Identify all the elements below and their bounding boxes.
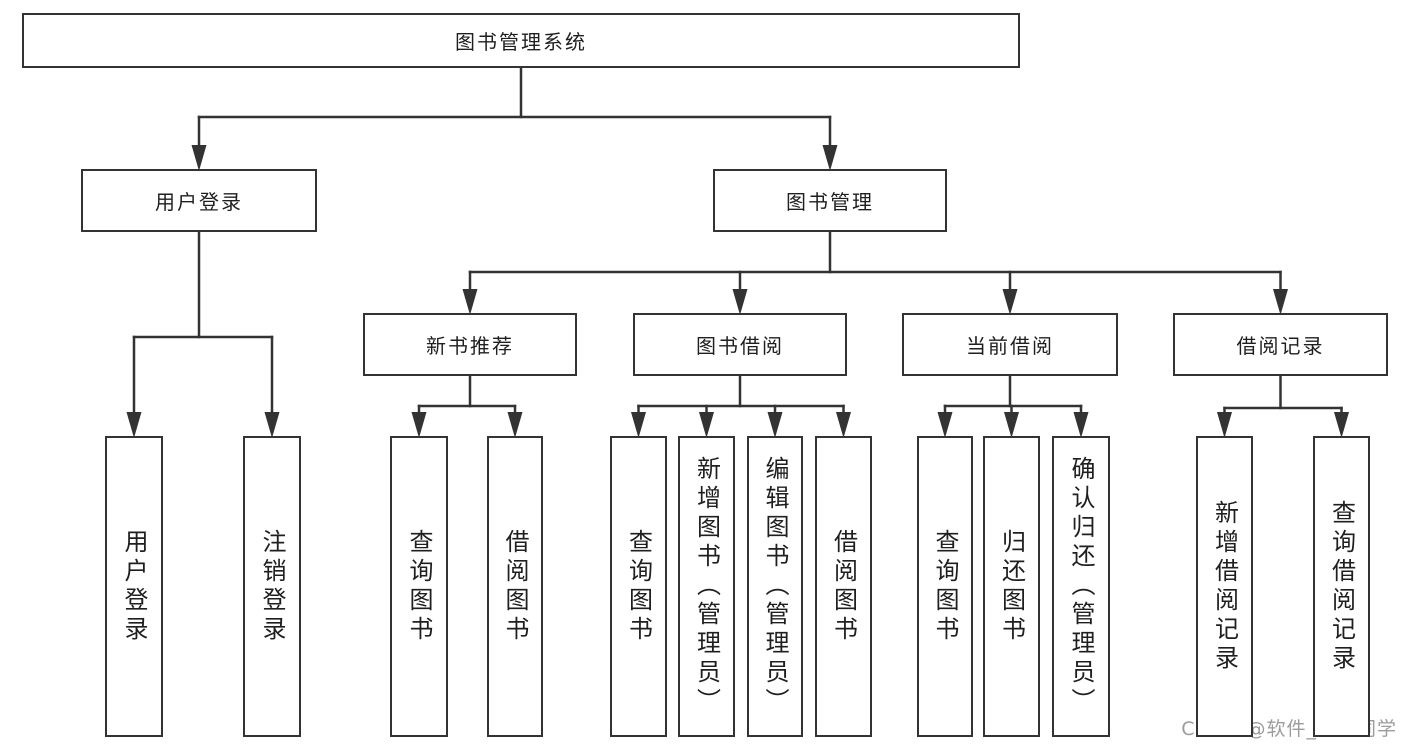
node-new-book-recommend: 新书推荐 xyxy=(363,313,577,376)
node-borrowing-records: 借阅记录 xyxy=(1173,313,1388,376)
node-leaf-logout: 注销登录 xyxy=(243,436,301,737)
edge-arrowhead-icon xyxy=(732,289,748,315)
node-br-query-record: 查询借阅记录 xyxy=(1313,436,1370,737)
node-label: 图书借阅 xyxy=(696,334,784,358)
edge-arrowhead-icon xyxy=(699,412,714,438)
edge-arrowhead-icon xyxy=(836,412,851,438)
edge-arrowhead-icon xyxy=(1004,412,1019,438)
node-nbr-query-books: 查询图书 xyxy=(390,436,448,737)
node-book-borrowing: 图书借阅 xyxy=(633,313,847,376)
edge-arrowhead-icon xyxy=(822,145,838,171)
node-label: 图书管理 xyxy=(786,190,874,214)
edge-arrowhead-icon xyxy=(1002,289,1018,315)
node-cb-query-books: 查询图书 xyxy=(917,436,973,737)
node-label: 用户登录 xyxy=(155,190,243,214)
node-label: 图书管理系统 xyxy=(455,30,587,54)
node-nbr-borrow-books: 借阅图书 xyxy=(487,436,543,737)
edge-arrowhead-icon xyxy=(631,412,646,438)
node-bb-edit-books: 编辑图书（管理员） xyxy=(747,436,803,737)
node-label: 确认归还（管理员） xyxy=(1067,456,1095,717)
node-label: 注销登录 xyxy=(258,528,286,645)
node-label: 查询图书 xyxy=(624,528,653,645)
node-user-login: 用户登录 xyxy=(81,169,317,232)
edge-arrowhead-icon xyxy=(411,412,427,438)
edge-arrowhead-icon xyxy=(767,412,783,438)
node-bb-query-books: 查询图书 xyxy=(610,436,667,737)
node-label: 借阅图书 xyxy=(829,528,858,645)
edge-arrowhead-icon xyxy=(1217,412,1232,438)
edge-arrowhead-icon xyxy=(1334,412,1349,438)
node-label: 归还图书 xyxy=(997,528,1026,645)
edge-arrowhead-icon xyxy=(191,145,207,171)
node-label: 查询图书 xyxy=(931,528,959,645)
edge-arrowhead-icon xyxy=(1273,289,1288,315)
node-label: 查询借阅记录 xyxy=(1327,499,1356,674)
node-leaf-user-login: 用户登录 xyxy=(105,436,163,737)
node-cb-confirm-return: 确认归还（管理员） xyxy=(1052,436,1110,737)
edge-arrowhead-icon xyxy=(1073,412,1089,438)
node-label: 新书推荐 xyxy=(426,334,514,358)
node-br-add-record: 新增借阅记录 xyxy=(1196,436,1253,737)
node-bb-add-books: 新增图书（管理员） xyxy=(678,436,735,737)
node-label: 借阅记录 xyxy=(1236,334,1325,358)
node-book-management: 图书管理 xyxy=(713,169,947,232)
node-bb-borrow-books: 借阅图书 xyxy=(815,436,872,737)
edge-arrowhead-icon xyxy=(126,412,142,438)
node-label: 用户登录 xyxy=(120,528,148,645)
edge-arrowhead-icon xyxy=(507,412,523,438)
node-root: 图书管理系统 xyxy=(22,13,1020,68)
edge-arrowhead-icon xyxy=(937,412,953,438)
node-current-borrowing: 当前借阅 xyxy=(902,313,1118,376)
node-label: 新增图书（管理员） xyxy=(692,456,721,717)
node-label: 查询图书 xyxy=(405,528,433,645)
node-label: 编辑图书（管理员） xyxy=(761,456,789,717)
node-label: 借阅图书 xyxy=(501,528,529,645)
edge-arrowhead-icon xyxy=(264,412,280,438)
node-cb-return-books: 归还图书 xyxy=(983,436,1040,737)
node-label: 新增借阅记录 xyxy=(1210,499,1239,674)
node-label: 当前借阅 xyxy=(966,334,1054,358)
edge-arrowhead-icon xyxy=(462,289,478,315)
